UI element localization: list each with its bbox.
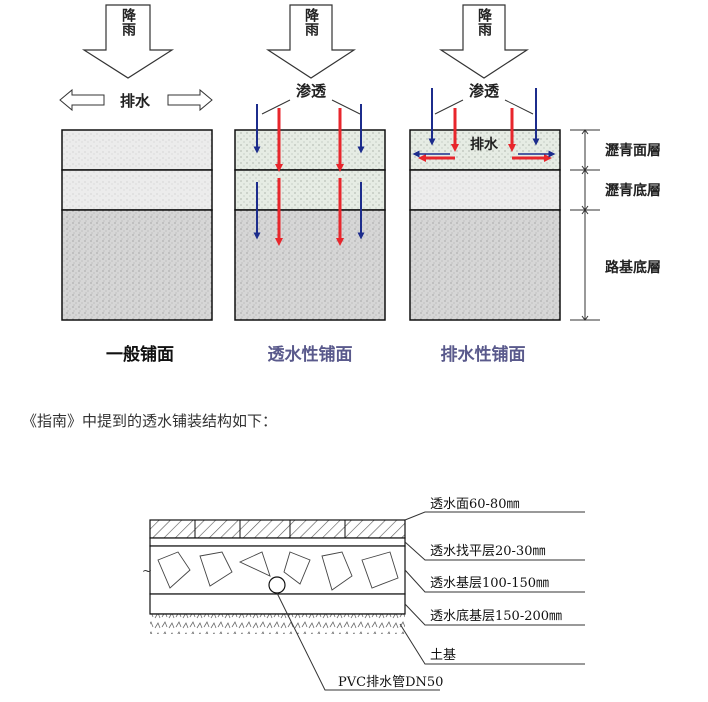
callout-leveling: 透水找平层20-30㎜ <box>430 544 545 559</box>
drain-label-general: 排水 <box>120 92 151 110</box>
pavement-general: 降雨 排水 一般铺面 <box>59 4 213 365</box>
drain-right-arrow <box>167 88 213 112</box>
callout-base: 透水基层100-150㎜ <box>430 576 549 591</box>
layer-leader-lines <box>276 511 585 691</box>
layer-dimension-bracket: 瀝青面層 瀝青底層 路基底層 <box>570 129 661 321</box>
rain-arrow-general: 降雨 <box>81 4 175 79</box>
top-diagram: 降雨 排水 一般铺面 降雨 渗透 <box>59 4 661 365</box>
seep-label-permeable: 渗透 <box>296 82 327 100</box>
layer-subgrade-drainage <box>409 209 561 321</box>
title-drainage: 排水性铺面 <box>441 344 526 365</box>
callout-pipe: PVC排水管DN50 <box>338 675 443 690</box>
inner-drain-label: 排水 <box>470 136 499 153</box>
seep-label-drainage: 渗透 <box>469 82 500 100</box>
layer-surface-general <box>61 129 213 171</box>
layer-base-general <box>61 169 213 211</box>
rain-arrow-drainage: 降雨 <box>438 4 530 79</box>
rain-label-drainage: 降雨 <box>476 7 492 37</box>
layer-permeable-surface <box>149 519 406 539</box>
rain-label-permeable: 降雨 <box>303 7 319 37</box>
callout-surface: 透水面60-80㎜ <box>430 497 519 512</box>
layer-label-surface: 瀝青面層 <box>605 142 661 159</box>
pvc-drain-pipe <box>268 576 286 594</box>
drain-arrows-drainage <box>412 88 556 162</box>
callout-soil: 土基 <box>430 648 456 663</box>
pavement-permeable: 降雨 渗透 透水性铺面 <box>234 4 386 365</box>
layer-label-base: 瀝青底層 <box>605 182 661 199</box>
drain-left-arrow <box>59 88 105 112</box>
layer-leveling <box>149 537 406 547</box>
layer-soil <box>150 614 405 634</box>
layer-label-subgrade: 路基底層 <box>605 259 661 276</box>
layer-base-drainage <box>409 169 561 211</box>
bottom-diagram: ~ 透水面60-80㎜ 透水找平层20-30㎜ 透水基层100-150㎜ 透水底… <box>142 497 585 691</box>
seep-arrows-permeable <box>253 104 365 246</box>
paving-cross-section: ~ <box>142 519 406 634</box>
rain-arrow-permeable: 降雨 <box>265 4 357 79</box>
callout-subbase: 透水底基层150-200㎜ <box>430 608 562 624</box>
title-general: 一般铺面 <box>106 344 174 365</box>
layer-permeable-subbase <box>149 593 406 615</box>
section-caption: 《指南》中提到的透水铺装结构如下： <box>22 412 278 430</box>
rain-label-general: 降雨 <box>120 7 136 37</box>
svg-text:~: ~ <box>142 564 152 578</box>
pavement-drainage: 降雨 渗透 排水 排水性铺面 <box>409 4 561 365</box>
layer-subgrade-general <box>61 209 213 321</box>
title-permeable: 透水性铺面 <box>268 344 353 365</box>
